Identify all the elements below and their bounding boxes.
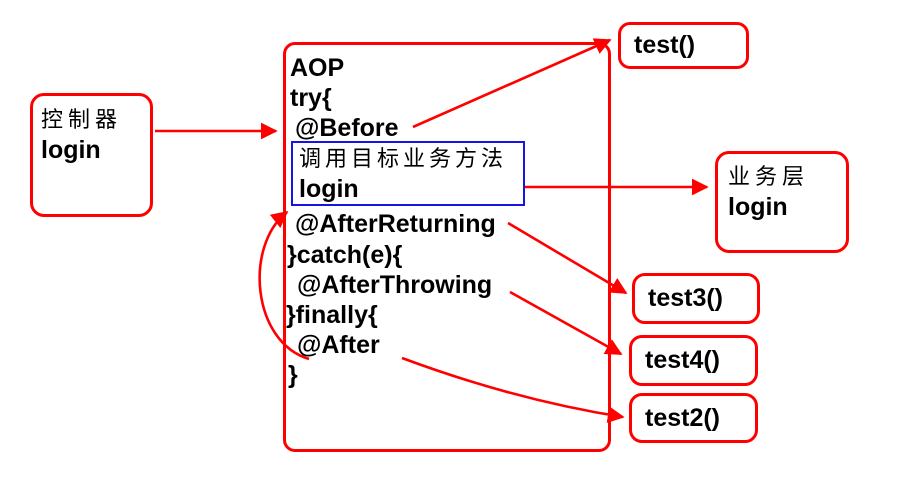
test-method-label: test(): [634, 31, 696, 59]
aop-finally-line: }finally{: [286, 301, 378, 329]
test3-method-label: test3(): [648, 284, 724, 312]
controller-box: 控制器 login: [30, 93, 153, 217]
service-layer-title: 业务层: [728, 164, 810, 189]
target-call-label: 调用目标业务方法: [299, 146, 508, 171]
aop-afterreturning-advice: @AfterReturning: [295, 210, 496, 238]
aop-title: AOP: [290, 54, 345, 82]
test3-method-box: test3(): [632, 273, 760, 324]
aop-catch-line: }catch(e){: [287, 241, 403, 269]
test2-method-label: test2(): [645, 403, 721, 432]
test-method-box: test(): [618, 22, 749, 69]
aop-try-line: try{: [290, 84, 332, 112]
test2-method-box: test2(): [629, 393, 758, 443]
aop-closing-brace: }: [288, 361, 298, 389]
aop-box: AOP try{ @Before 调用目标业务方法 login @AfterRe…: [283, 42, 611, 452]
test4-method-box: test4(): [629, 335, 758, 386]
target-call-box: 调用目标业务方法 login: [291, 141, 525, 206]
aop-after-advice: @After: [297, 331, 380, 359]
test4-method-label: test4(): [645, 346, 721, 374]
service-layer-method: login: [728, 193, 788, 221]
aop-before-advice: @Before: [295, 114, 399, 142]
controller-method: login: [41, 136, 101, 164]
service-layer-box: 业务层 login: [715, 151, 849, 253]
target-call-method: login: [299, 175, 359, 203]
controller-title: 控制器: [41, 107, 123, 132]
aop-afterthrowing-advice: @AfterThrowing: [297, 271, 493, 299]
